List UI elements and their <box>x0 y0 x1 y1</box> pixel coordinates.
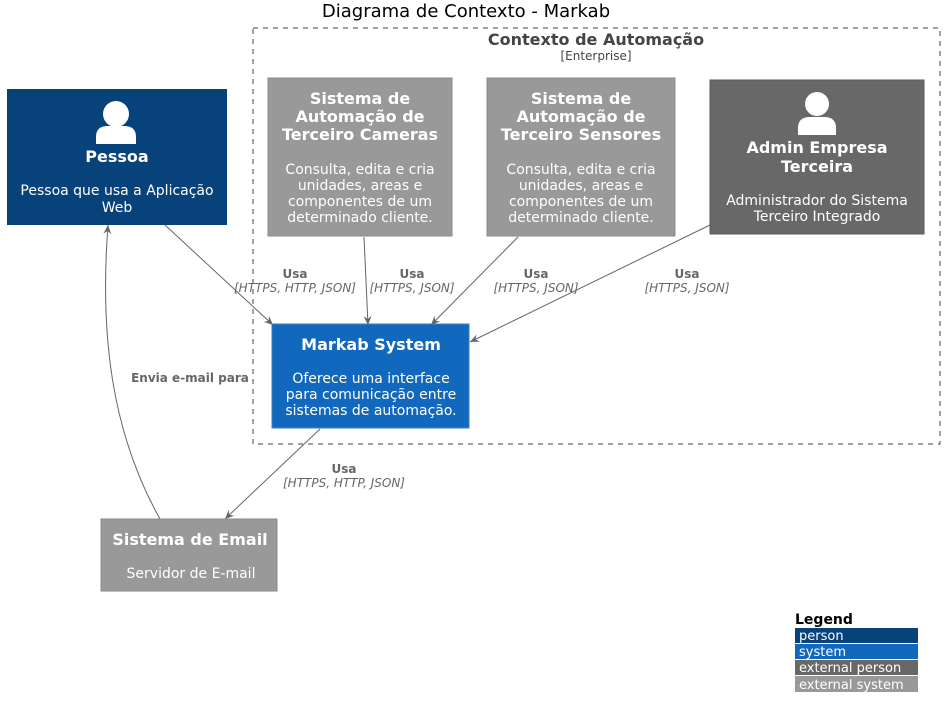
node-sensores-desc-line: unidades, areas e <box>519 178 643 194</box>
node-markab-title: Markab System <box>301 335 441 354</box>
legend-swatch <box>795 644 918 659</box>
rel-label-markab-email: Usa <box>332 462 357 476</box>
node-admin[interactable]: Admin Empresa Terceira Administrador do … <box>709 79 925 235</box>
rel-label-pessoa-markab: Usa <box>283 267 308 281</box>
node-pessoa-desc-line: Web <box>102 200 133 216</box>
node-markab-desc-line: para comunicação entre <box>286 387 456 403</box>
node-cameras-desc-line: componentes de um <box>288 194 432 210</box>
rel-label-sensores-markab: Usa <box>524 267 549 281</box>
node-sensores-desc-line: determinado cliente. <box>508 210 654 226</box>
node-pessoa-title: Pessoa <box>85 147 148 166</box>
person-icon <box>798 92 836 135</box>
legend-swatch <box>795 676 918 692</box>
node-pessoa[interactable]: Pessoa Pessoa que usa a Aplicação Web <box>7 89 227 225</box>
legend-item-label: external system <box>799 678 904 693</box>
node-admin-title-line: Terceira <box>781 157 853 176</box>
rel-tech-sensores-markab: [HTTPS, JSON] <box>493 281 578 295</box>
edge-markab-email <box>224 428 321 520</box>
edge-admin-markab <box>469 224 711 343</box>
rel-label-email-pessoa: Envia e-mail para <box>131 371 249 385</box>
person-icon <box>96 101 136 144</box>
node-email-desc-line: Servidor de E-mail <box>127 566 256 582</box>
legend-title: Legend <box>795 612 853 628</box>
node-cameras-title-line: Terceiro Cameras <box>282 125 438 144</box>
rel-tech-pessoa-markab: [HTTPS, HTTP, JSON] <box>234 281 356 295</box>
edge-cameras-markab <box>363 236 372 326</box>
rel-tech-cameras-markab: [HTTPS, JSON] <box>369 281 454 295</box>
node-sensores-title-line: Terceiro Sensores <box>501 125 661 144</box>
legend-item-label: external person <box>799 661 901 676</box>
node-admin-desc-line: Terceiro Integrado <box>753 209 881 225</box>
legend-item-label: system <box>799 645 846 660</box>
boundary-box <box>252 27 941 445</box>
edge-email-pessoa <box>103 224 161 520</box>
node-cameras-box <box>267 77 453 237</box>
boundary-type: [Enterprise] <box>560 49 631 63</box>
node-admin-title-line: Admin Empresa <box>746 138 887 157</box>
node-cameras[interactable]: Sistema de Automação de Terceiro Cameras… <box>267 77 453 237</box>
node-markab-box <box>271 323 470 429</box>
node-sensores-box <box>486 77 676 237</box>
node-cameras-title-line: Automação de <box>295 107 424 126</box>
rel-tech-markab-email: [HTTPS, HTTP, JSON] <box>283 476 405 490</box>
node-sensores-title-line: Automação de <box>516 107 645 126</box>
rel-label-cameras-markab: Usa <box>400 267 425 281</box>
edge-sensores-markab <box>430 236 519 326</box>
node-sensores[interactable]: Sistema de Automação de Terceiro Sensore… <box>486 77 676 237</box>
node-cameras-desc-line: unidades, areas e <box>298 178 422 194</box>
node-sensores-desc-line: Consulta, edita e cria <box>506 162 655 178</box>
node-pessoa-desc-line: Pessoa que usa a Aplicação <box>20 183 213 199</box>
node-markab-desc-line: Oferece uma interface <box>292 371 449 387</box>
boundary-title: Contexto de Automação <box>488 30 704 49</box>
node-sensores-desc-line: componentes de um <box>509 194 653 210</box>
rel-tech-admin-markab: [HTTPS, JSON] <box>644 281 729 295</box>
legend-swatch <box>795 628 918 643</box>
diagram-title: Diagrama de Contexto - Markab <box>322 1 610 22</box>
node-email-box <box>100 518 278 592</box>
rel-label-admin-markab: Usa <box>675 267 700 281</box>
legend-swatch <box>795 660 918 675</box>
node-admin-desc-line: Administrador do Sistema <box>726 193 908 209</box>
edge-pessoa-markab <box>164 224 274 326</box>
node-markab-desc-line: sistemas de automação. <box>285 403 456 419</box>
node-sensores-title-line: Sistema de <box>531 89 632 108</box>
node-cameras-desc-line: determinado cliente. <box>287 210 433 226</box>
node-cameras-title-line: Sistema de <box>310 89 411 108</box>
node-email[interactable]: Sistema de Email Servidor de E-mail <box>100 518 278 592</box>
legend: Legend person system external person ext… <box>795 612 918 693</box>
node-markab[interactable]: Markab System Oferece uma interface para… <box>271 323 470 429</box>
node-cameras-desc-line: Consulta, edita e cria <box>285 162 434 178</box>
legend-item-label: person <box>799 629 844 644</box>
node-email-title: Sistema de Email <box>112 530 267 549</box>
